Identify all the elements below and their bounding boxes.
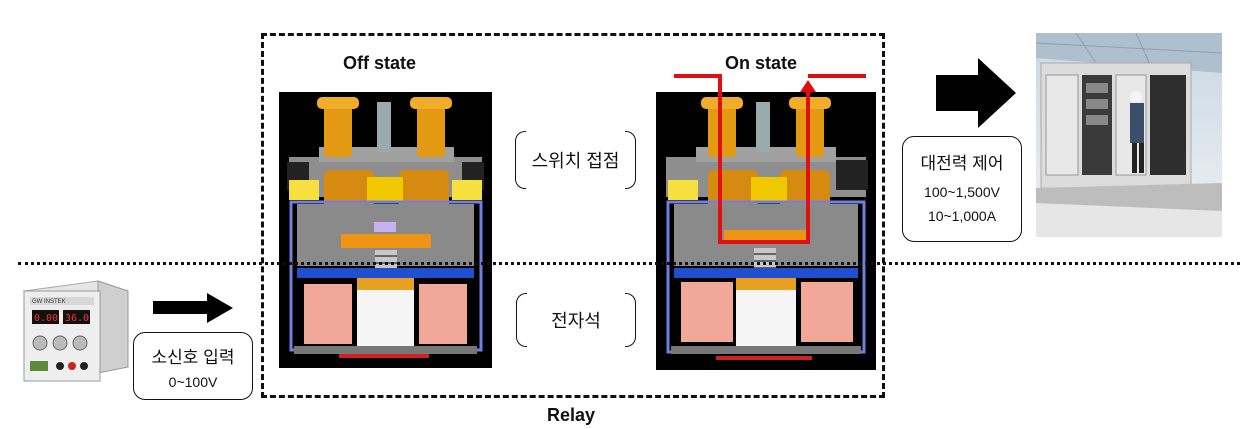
electromagnet-text: 전자석 — [551, 311, 601, 331]
power-cabinet-image — [1036, 33, 1222, 237]
voltage-display: 0.00 — [34, 313, 58, 324]
power-control-box: 대전력 제어 100~1,500V 10~1,000A — [902, 136, 1022, 242]
current-path — [670, 66, 870, 250]
divider-line — [18, 262, 1240, 265]
voltage-range: 100~1,500V — [924, 184, 1000, 200]
power-supply-image: GW INSTEK 0.00 36.0 — [20, 277, 132, 385]
off-state-title: Off state — [343, 53, 417, 73]
switch-contact-label: 스위치 접점 — [515, 131, 636, 189]
current-display: 36.0 — [65, 313, 89, 324]
electromagnet-label: 전자석 — [516, 293, 636, 347]
current-range: 10~1,000A — [927, 208, 997, 224]
input-signal-title: 소신호 입력 — [151, 348, 235, 367]
input-signal-range: 0~100V — [168, 374, 218, 390]
on-state-relay-image — [656, 92, 876, 370]
on-state-title: On state — [725, 53, 798, 73]
input-arrow — [153, 293, 233, 323]
power-control-title: 대전력 제어 — [920, 154, 1004, 173]
output-arrow — [936, 58, 1016, 128]
input-signal-box: 소신호 입력 0~100V — [133, 332, 253, 400]
relay-box — [261, 33, 885, 398]
switch-contact-text: 스위치 접점 — [531, 151, 620, 171]
brand-text: GW INSTEK — [32, 299, 66, 305]
off-state-relay-image — [279, 92, 492, 368]
relay-label: Relay — [547, 405, 596, 425]
